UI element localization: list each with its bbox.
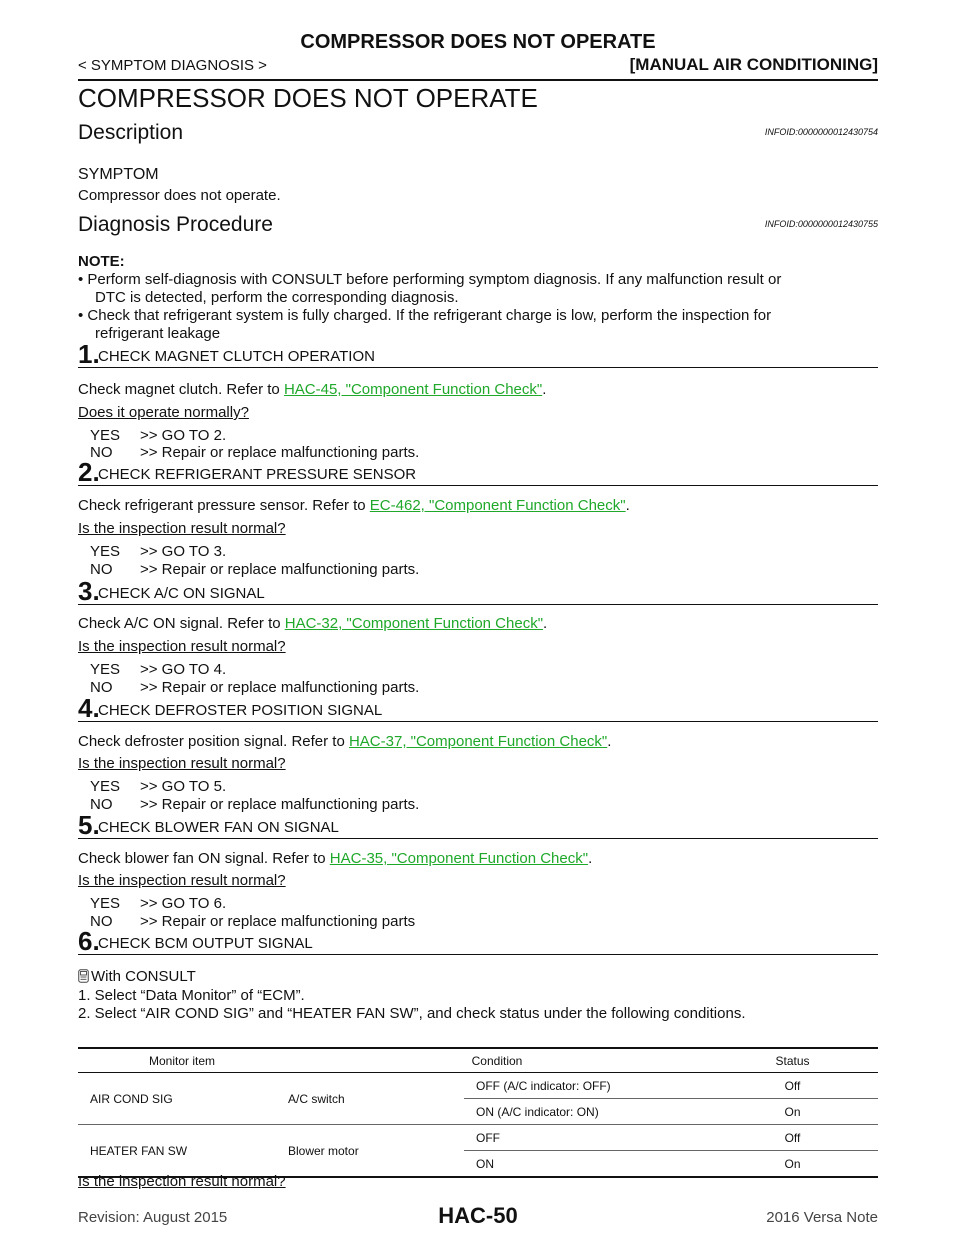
symptom-heading: SYMPTOM (78, 166, 159, 183)
column-header: Condition (287, 1047, 707, 1073)
step-instruction: Check A/C ON signal. Refer to HAC-32, "C… (78, 615, 548, 632)
step-label: CHECK MAGNET CLUTCH OPERATION (98, 348, 375, 365)
description-infoid: INFOID:0000000012430754 (764, 127, 878, 137)
footer-page-number: HAC-50 (438, 1203, 518, 1228)
reference-link[interactable]: HAC-35, "Component Function Check" (329, 850, 589, 867)
table-cell: ON (A/C indicator: ON) (464, 1098, 707, 1125)
footer-revision: Revision: August 2015 (78, 1209, 228, 1226)
footer-model: 2016 Versa Note (766, 1209, 878, 1226)
column-header: Monitor item (78, 1047, 287, 1073)
consult-instruction: 2. Select “AIR COND SIG” and “HEATER FAN… (78, 1005, 746, 1022)
answer-yes: YES>> GO TO 5. (90, 778, 227, 795)
step-label: CHECK BCM OUTPUT SIGNAL (98, 935, 313, 952)
answer-no: NO>> Repair or replace malfunctioning pa… (90, 561, 420, 578)
table-cell: Off (707, 1072, 878, 1099)
table-row: HEATER FAN SW Blower motor OFF Off (78, 1124, 878, 1178)
step-number: 5. (78, 810, 100, 840)
step-label: CHECK BLOWER FAN ON SIGNAL (98, 819, 339, 836)
table-cell: OFF (A/C indicator: OFF) (464, 1072, 707, 1099)
step-heading: 1. CHECK MAGNET CLUTCH OPERATION (78, 341, 878, 368)
step-question: Does it operate normally? (78, 404, 249, 421)
table-cell: A/C switch (287, 1072, 464, 1125)
description-title: Description (78, 121, 184, 144)
table-cell: AIR COND SIG (78, 1072, 287, 1125)
description-section-heading: Description INFOID:0000000012430754 (78, 121, 878, 145)
consult-instruction: 1. Select “Data Monitor” of “ECM”. (78, 987, 305, 1004)
table-row: AIR COND SIG A/C switch OFF (A/C indicat… (78, 1072, 878, 1125)
step-label: CHECK DEFROSTER POSITION SIGNAL (98, 702, 383, 719)
procedure-infoid: INFOID:0000000012430755 (764, 219, 878, 229)
step-heading: 3. CHECK A/C ON SIGNAL (78, 578, 878, 605)
note-heading: NOTE: (78, 253, 125, 270)
header-divider (78, 79, 878, 81)
step-number: 1. (78, 339, 100, 369)
step-heading: 4. CHECK DEFROSTER POSITION SIGNAL (78, 695, 878, 722)
reference-link[interactable]: HAC-32, "Component Function Check" (284, 615, 544, 632)
step-question: Is the inspection result normal? (78, 520, 286, 537)
consult-icon (78, 969, 89, 983)
step-question: Is the inspection result normal? (78, 638, 286, 655)
table-cell: HEATER FAN SW (78, 1124, 287, 1178)
step-number: 3. (78, 576, 100, 606)
header-title: COMPRESSOR DOES NOT OPERATE (300, 31, 656, 53)
step-question: Is the inspection result normal? (78, 872, 286, 889)
procedure-title: Diagnosis Procedure (78, 213, 273, 236)
column-header: Status (707, 1047, 878, 1073)
answer-no: NO>> Repair or replace malfunctioning pa… (90, 444, 420, 461)
answer-yes: YES>> GO TO 4. (90, 661, 227, 678)
monitor-table: Monitor item Condition Status AIR COND S… (78, 1047, 878, 1178)
symptom-text: Compressor does not operate. (78, 187, 281, 204)
step-instruction: Check blower fan ON signal. Refer to HAC… (78, 850, 593, 867)
answer-yes: YES>> GO TO 6. (90, 895, 227, 912)
procedure-section-heading: Diagnosis Procedure INFOID:0000000012430… (78, 213, 878, 237)
step-heading: 2. CHECK REFRIGERANT PRESSURE SENSOR (78, 459, 878, 486)
note-line: refrigerant leakage (95, 325, 221, 342)
answer-no: NO>> Repair or replace malfunctioning pa… (90, 796, 420, 813)
table-row: ON (A/C indicator: ON) On (78, 1098, 878, 1125)
table-cell: OFF (464, 1124, 707, 1151)
step-instruction: Check defroster position signal. Refer t… (78, 733, 612, 750)
table-cell: Blower motor (287, 1124, 464, 1178)
reference-link[interactable]: HAC-45, "Component Function Check" (283, 381, 543, 398)
step-heading: 6. CHECK BCM OUTPUT SIGNAL (78, 928, 878, 955)
step-question: Is the inspection result normal? (78, 755, 286, 772)
answer-yes: YES>> GO TO 3. (90, 543, 227, 560)
answer-no: NO>> Repair or replace malfunctioning pa… (90, 679, 420, 696)
step-number: 4. (78, 693, 100, 723)
step-heading: 5. CHECK BLOWER FAN ON SIGNAL (78, 812, 878, 839)
table-row: ON On (78, 1150, 878, 1178)
table-cell: On (707, 1150, 878, 1178)
reference-link[interactable]: EC-462, "Component Function Check" (369, 497, 626, 514)
answer-no: NO>> Repair or replace malfunctioning pa… (90, 913, 416, 930)
table-header-row: Monitor item Condition Status (78, 1047, 878, 1073)
table-cell: Off (707, 1124, 878, 1151)
breadcrumb: < SYMPTOM DIAGNOSIS > (78, 57, 267, 74)
note-line: DTC is detected, perform the correspondi… (95, 289, 459, 306)
table-cell: On (707, 1098, 878, 1125)
step-number: 6. (78, 926, 100, 956)
reference-link[interactable]: HAC-37, "Component Function Check" (348, 733, 608, 750)
table-cell: ON (464, 1150, 707, 1178)
with-consult: With CONSULT (78, 968, 196, 986)
step-label: CHECK REFRIGERANT PRESSURE SENSOR (98, 466, 417, 483)
page-title: COMPRESSOR DOES NOT OPERATE (78, 83, 538, 113)
note-line: • Check that refrigerant system is fully… (78, 307, 772, 324)
section-label: [MANUAL AIR CONDITIONING] (629, 55, 878, 74)
step-question: Is the inspection result normal? (78, 1173, 286, 1190)
step-number: 2. (78, 457, 100, 487)
step-label: CHECK A/C ON SIGNAL (98, 585, 265, 602)
note-line: • Perform self-diagnosis with CONSULT be… (78, 271, 782, 288)
answer-yes: YES>> GO TO 2. (90, 427, 227, 444)
step-instruction: Check refrigerant pressure sensor. Refer… (78, 497, 630, 514)
step-instruction: Check magnet clutch. Refer to HAC-45, "C… (78, 381, 547, 398)
